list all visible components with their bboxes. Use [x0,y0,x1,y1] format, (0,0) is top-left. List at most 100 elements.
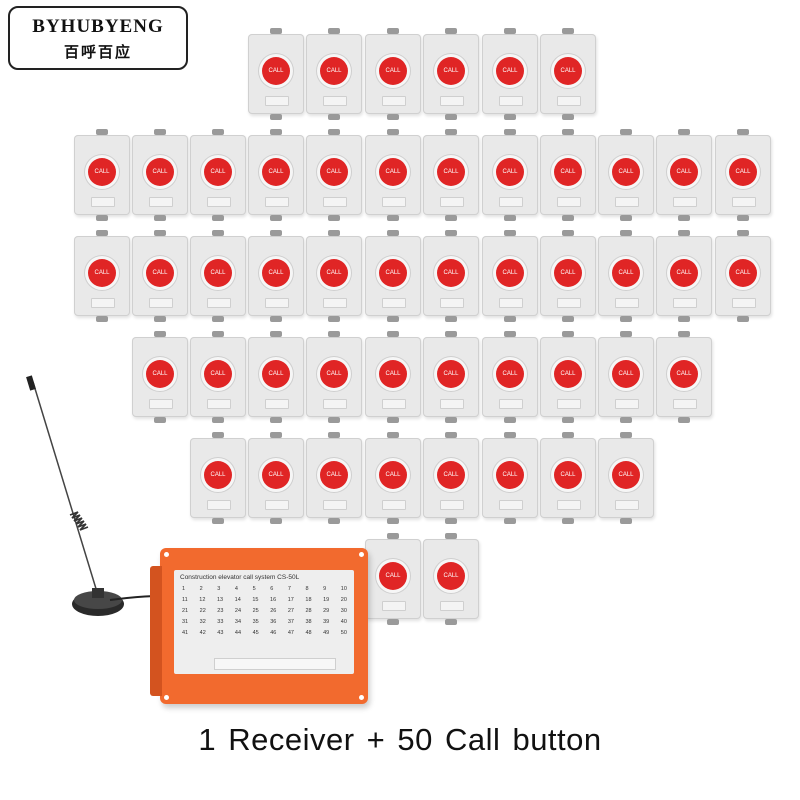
call-button[interactable]: CALL [554,158,582,186]
call-button[interactable]: CALL [496,158,524,186]
call-button[interactable]: CALL [729,259,757,287]
call-button[interactable]: CALL [554,259,582,287]
brand-chinese-name: 百呼百应 [63,43,132,61]
unit-window [149,298,173,308]
call-button[interactable]: CALL [612,360,640,388]
call-button[interactable]: CALL [320,57,348,85]
call-button[interactable]: CALL [262,57,290,85]
call-button[interactable]: CALL [612,158,640,186]
call-button[interactable]: CALL [204,259,232,287]
call-button[interactable]: CALL [262,158,290,186]
call-button[interactable]: CALL [262,461,290,489]
call-button[interactable]: CALL [379,259,407,287]
unit-window [557,399,581,409]
unit-window [265,96,289,106]
call-button[interactable]: CALL [554,57,582,85]
call-button-unit: CALL [365,331,421,423]
call-button[interactable]: CALL [437,562,465,590]
call-button[interactable]: CALL [88,158,116,186]
receiver-number: 19 [323,597,330,603]
call-button-unit: CALL [715,129,771,221]
call-button[interactable]: CALL [146,158,174,186]
call-button-unit: CALL [248,432,304,524]
unit-window [323,96,347,106]
mount-tab [387,533,399,539]
call-button[interactable]: CALL [554,461,582,489]
unit-window [382,500,406,510]
call-button[interactable]: CALL [670,259,698,287]
mount-tab [562,331,574,337]
mount-tab [387,230,399,236]
call-button[interactable]: CALL [146,259,174,287]
call-button[interactable]: CALL [554,360,582,388]
call-button[interactable]: CALL [204,461,232,489]
call-button[interactable]: CALL [204,360,232,388]
call-button[interactable]: CALL [262,360,290,388]
call-button[interactable]: CALL [496,360,524,388]
receiver-number: 26 [270,608,277,614]
call-label: CALL [385,371,401,377]
call-label: CALL [443,371,459,377]
call-button[interactable]: CALL [437,259,465,287]
call-button[interactable]: CALL [437,360,465,388]
mount-tab [445,230,457,236]
call-button-unit: CALL [132,230,188,322]
call-button[interactable]: CALL [496,259,524,287]
call-button[interactable]: CALL [437,461,465,489]
mount-tab [328,432,340,438]
mount-tab [270,230,282,236]
call-button-unit: CALL [423,533,479,625]
call-button-unit: CALL [482,432,538,524]
mount-tab [445,518,457,524]
call-button[interactable]: CALL [612,461,640,489]
receiver-number: 5 [252,586,256,592]
call-button[interactable]: CALL [320,259,348,287]
call-label: CALL [268,68,284,74]
mount-tab [270,331,282,337]
mount-tab [562,230,574,236]
call-label: CALL [443,68,459,74]
receiver-number: 33 [217,619,224,625]
call-button[interactable]: CALL [146,360,174,388]
mount-tab [562,28,574,34]
call-button[interactable]: CALL [379,360,407,388]
call-button-unit: CALL [423,28,479,120]
receiver-number: 39 [323,619,330,625]
unit-window [440,601,464,611]
receiver-number: 20 [340,597,347,603]
receiver-number: 45 [252,630,259,636]
mount-tab [504,417,516,423]
receiver-number: 14 [234,597,241,603]
call-button-unit: CALL [306,331,362,423]
call-button[interactable]: CALL [320,461,348,489]
call-button[interactable]: CALL [320,158,348,186]
call-button[interactable]: CALL [379,57,407,85]
call-button[interactable]: CALL [379,461,407,489]
call-label: CALL [152,371,168,377]
unit-window [673,197,697,207]
call-button[interactable]: CALL [612,259,640,287]
call-label: CALL [560,472,576,478]
call-button[interactable]: CALL [379,562,407,590]
call-button[interactable]: CALL [496,57,524,85]
call-button[interactable]: CALL [729,158,757,186]
call-label: CALL [326,68,342,74]
call-button[interactable]: CALL [320,360,348,388]
call-label: CALL [385,270,401,276]
call-button[interactable]: CALL [670,158,698,186]
call-button[interactable]: CALL [437,158,465,186]
call-button[interactable]: CALL [88,259,116,287]
call-label: CALL [385,472,401,478]
call-button-unit: CALL [306,28,362,120]
call-button[interactable]: CALL [437,57,465,85]
call-label: CALL [152,169,168,175]
call-button[interactable]: CALL [670,360,698,388]
call-label: CALL [618,472,634,478]
unit-window [323,399,347,409]
call-button[interactable]: CALL [204,158,232,186]
call-button[interactable]: CALL [262,259,290,287]
caption-text: 1 Receiver + 50 Call button [198,722,602,757]
call-button[interactable]: CALL [496,461,524,489]
receiver-number: 49 [323,630,330,636]
call-button[interactable]: CALL [379,158,407,186]
